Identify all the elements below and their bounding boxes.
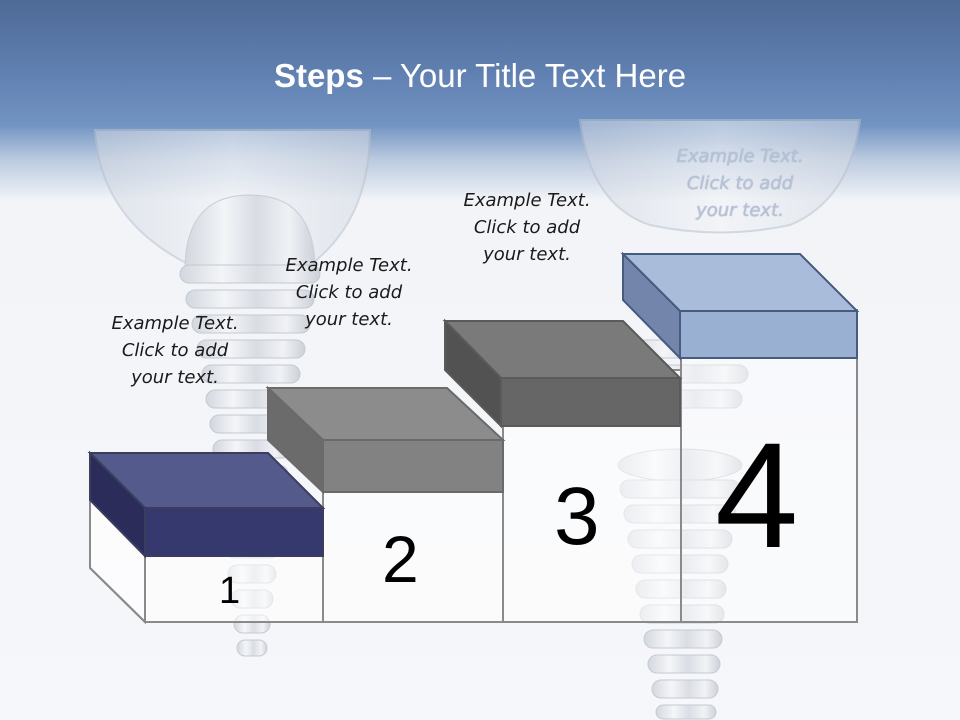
caption-line: your text.	[483, 244, 571, 265]
caption-line: Example Text.	[111, 313, 239, 334]
step-4-pedestal	[680, 309, 858, 623]
step-3-caption[interactable]: Example Text. Click to add your text.	[427, 187, 627, 268]
caption-line: Click to add	[686, 173, 794, 194]
title-rest: – Your Title Text Here	[363, 57, 687, 94]
step-1-number: 1	[219, 570, 241, 612]
caption-line: Example Text.	[676, 146, 804, 167]
caption-line: your text.	[305, 309, 393, 330]
step-3-number: 3	[554, 471, 600, 562]
caption-line: Click to add	[121, 340, 229, 361]
step-2-caption[interactable]: Example Text. Click to add your text.	[249, 252, 449, 333]
title-bold: Steps	[273, 57, 364, 94]
step-1-block	[87, 450, 326, 559]
page-title: Steps – Your Title Text Here	[0, 52, 960, 100]
step-2-block	[265, 385, 506, 495]
step-1-caption[interactable]: Example Text. Click to add your text.	[75, 310, 275, 391]
step-4-number: 4	[715, 411, 799, 579]
caption-line: your text.	[696, 200, 784, 221]
caption-line: your text.	[131, 367, 219, 388]
step-4-block	[620, 251, 860, 361]
step-3-block	[442, 318, 683, 429]
caption-line: Example Text.	[463, 190, 591, 211]
caption-line: Click to add	[295, 282, 403, 303]
step-4-caption[interactable]: Example Text. Click to add your text.	[640, 143, 840, 224]
caption-line: Example Text.	[285, 255, 413, 276]
caption-line: Click to add	[473, 217, 581, 238]
step-2-number: 2	[382, 522, 419, 596]
